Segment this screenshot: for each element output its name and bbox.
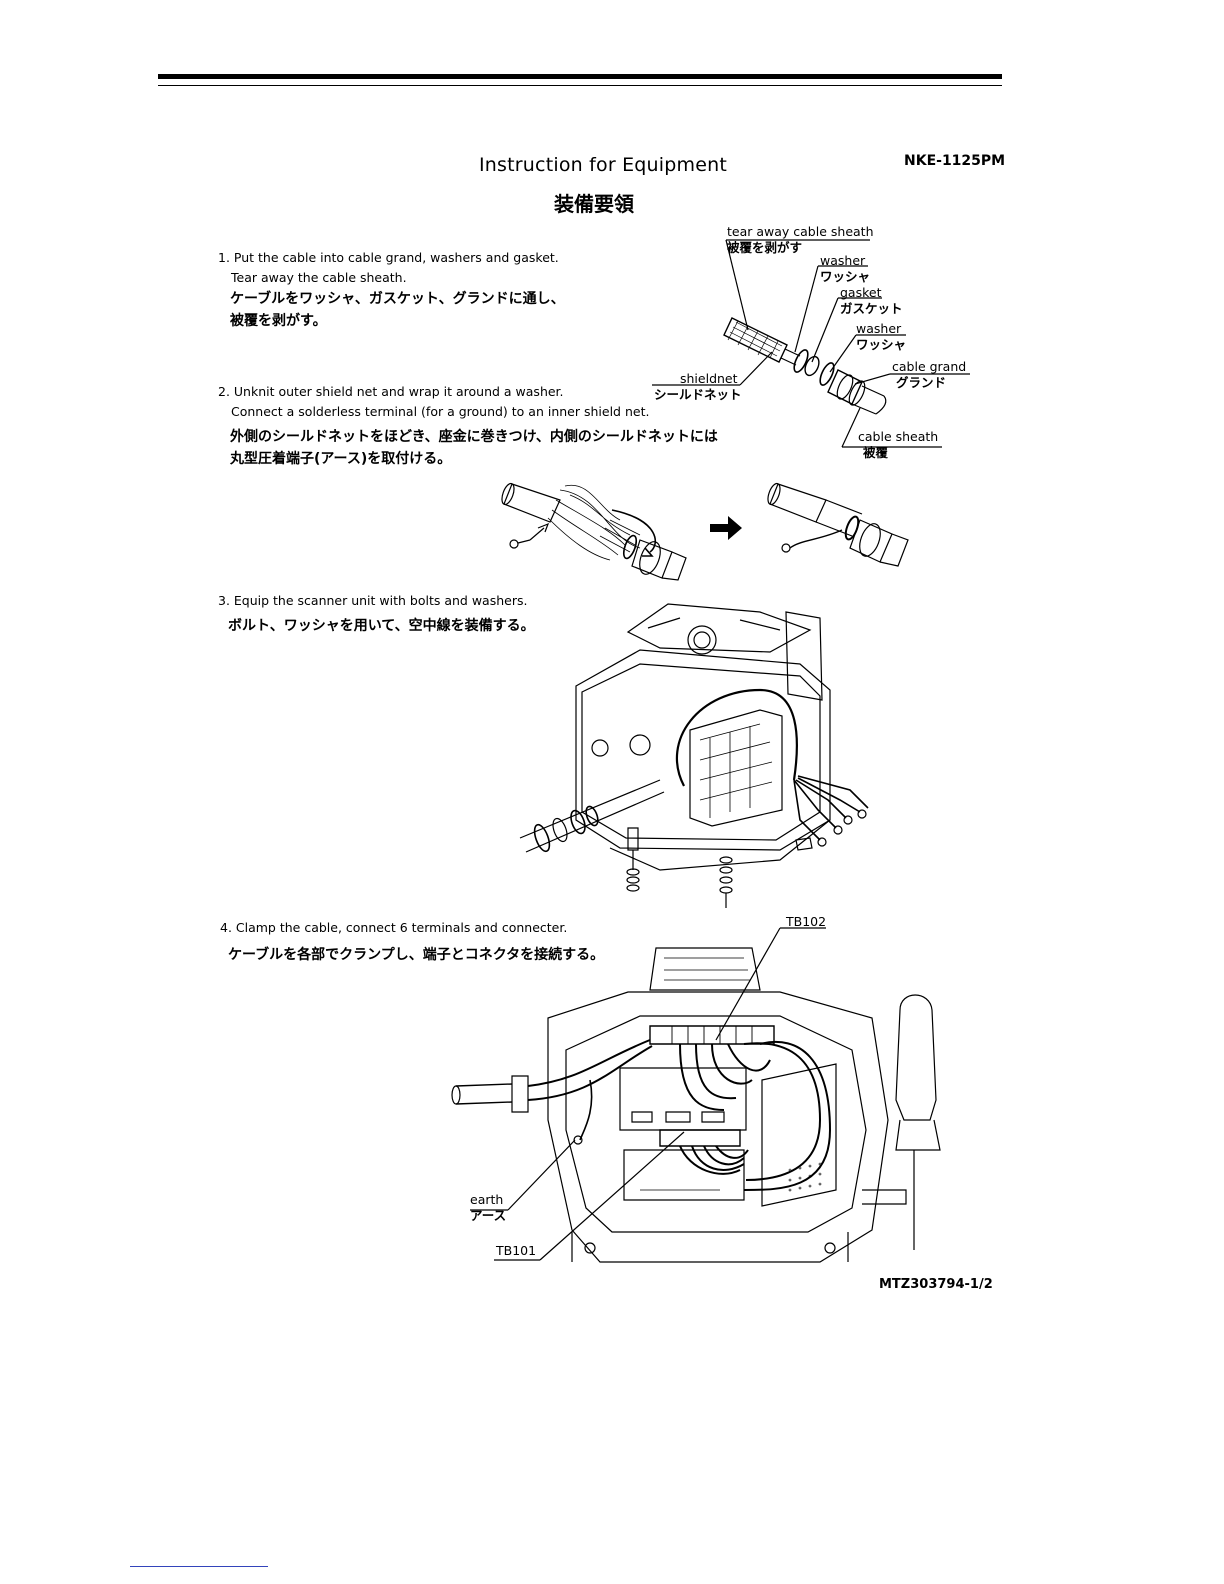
label-tb102: TB102 bbox=[786, 914, 827, 929]
cable-assembly-diagram bbox=[652, 239, 970, 448]
label-washer-2: washer ワッシャ bbox=[856, 321, 907, 352]
step-1-jp2: 被覆を剥がす。 bbox=[230, 313, 327, 329]
step-2-jp1: 外側のシールドネットをほどき、座金に巻きつけ、内側のシールドネットには bbox=[230, 429, 718, 445]
page-title-jp: 装備要領 bbox=[554, 192, 634, 216]
step-2-line1: 2. Unknit outer shield net and wrap it a… bbox=[218, 384, 564, 399]
shield-wrap-after bbox=[767, 482, 909, 567]
step-4-line1: 4. Clamp the cable, connect 6 terminals … bbox=[220, 920, 568, 935]
label-tear-away: tear away cable sheath 被覆を剥がす bbox=[727, 224, 874, 255]
label-cable-sheath: cable sheath 被覆 bbox=[858, 429, 939, 460]
step-2-jp2: 丸型圧着端子(アース)を取付ける。 bbox=[230, 451, 452, 467]
page-title: Instruction for Equipment bbox=[479, 154, 728, 176]
step-3-line1: 3. Equip the scanner unit with bolts and… bbox=[218, 593, 528, 608]
label-cable-grand: cable grand グランド bbox=[892, 359, 967, 390]
step-1-jp1: ケーブルをワッシャ、ガスケット、グランドに通し、 bbox=[230, 291, 565, 307]
step-3: 3. Equip the scanner unit with bolts and… bbox=[218, 591, 535, 637]
document-number: NKE-1125PM bbox=[904, 153, 1006, 169]
step-4: 4. Clamp the cable, connect 6 terminals … bbox=[220, 918, 604, 966]
shield-wrap-before bbox=[501, 482, 687, 581]
label-earth: earth アース bbox=[470, 1192, 507, 1223]
step-2-line2: Connect a solderless terminal (for a gro… bbox=[231, 404, 650, 419]
footer-link-underline bbox=[130, 1566, 268, 1567]
label-washer-1: washer ワッシャ bbox=[820, 253, 871, 284]
label-shieldnet: shieldnet シールドネット bbox=[654, 371, 742, 402]
step-2: 2. Unknit outer shield net and wrap it a… bbox=[218, 382, 718, 470]
header-rule-thin bbox=[158, 85, 1002, 86]
step-3-jp1: ボルト、ワッシャを用いて、空中線を装備する。 bbox=[228, 618, 535, 634]
scanner-unit-diagram bbox=[519, 603, 869, 908]
step-1: 1. Put the cable into cable grand, washe… bbox=[218, 248, 565, 332]
step-1-line2: Tear away the cable sheath. bbox=[231, 270, 407, 285]
step-1-line1: 1. Put the cable into cable grand, washe… bbox=[218, 250, 559, 265]
terminal-wiring-diagram bbox=[451, 927, 941, 1263]
drawing-number: MTZ303794-1/2 bbox=[879, 1277, 993, 1292]
label-tb101: TB101 bbox=[496, 1243, 537, 1258]
arrow-right-icon bbox=[710, 516, 742, 540]
step-4-jp1: ケーブルを各部でクランプし、端子とコネクタを接続する。 bbox=[228, 947, 605, 963]
label-gasket: gasket ガスケット bbox=[840, 285, 903, 316]
header-rule-thick bbox=[158, 74, 1002, 79]
